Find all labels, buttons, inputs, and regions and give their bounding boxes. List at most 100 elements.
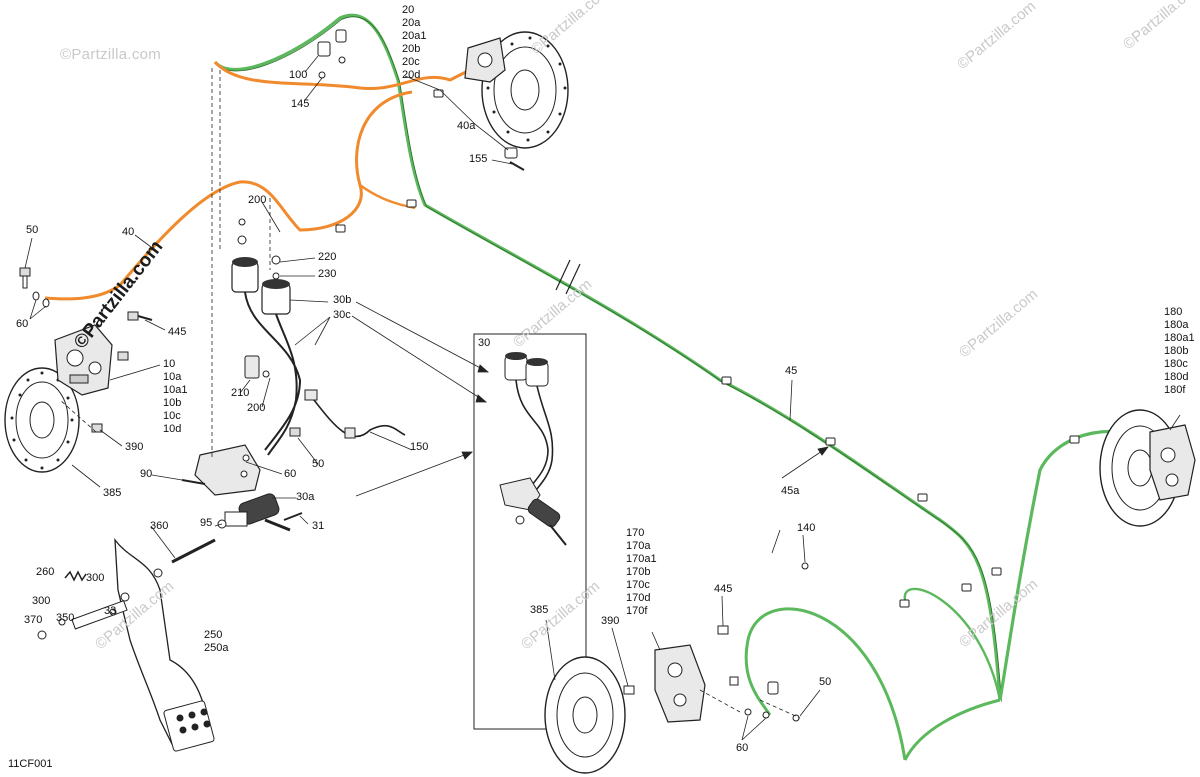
brake-line-rear-left-return: [903, 587, 1002, 701]
callout-100: 100: [289, 69, 308, 81]
callout-10c: 10c: [163, 410, 181, 422]
callout-210: 210: [231, 387, 250, 399]
bracket-210: [244, 355, 260, 379]
inset-label-30: 30: [478, 337, 491, 349]
callout-50-mid: 50: [312, 458, 325, 470]
callout-300-b: 300: [32, 595, 51, 607]
callout-180: 180: [1164, 306, 1183, 318]
callout-170a1: 170a1: [626, 553, 657, 565]
brake-line-45-green-shadow: [216, 16, 1002, 702]
clip-100: [317, 29, 347, 57]
callout-180a1: 180a1: [1164, 332, 1195, 344]
callout-50-top: 50: [26, 224, 39, 236]
brake-line-rear-left-green: [744, 607, 1001, 761]
callout-140: 140: [797, 522, 816, 534]
callout-10a1: 10a1: [163, 384, 188, 396]
callout-445-left: 445: [168, 326, 187, 338]
callout-20: 20: [402, 4, 415, 16]
callout-10b: 10b: [163, 397, 182, 409]
nut-145: [318, 56, 346, 79]
brake-line-40-orange: [213, 48, 506, 90]
callout-33: 33: [104, 605, 117, 617]
callout-30b: 30b: [333, 294, 352, 306]
callout-40: 40: [122, 226, 135, 238]
callout-170b: 170b: [626, 566, 651, 578]
callout-385-bottom: 385: [530, 604, 549, 616]
break-mark-1: [555, 259, 571, 291]
callout-10d: 10d: [163, 423, 182, 435]
callout-390-bottom: 390: [601, 615, 620, 627]
callout-20d: 20d: [402, 69, 421, 81]
callout-390-left: 390: [125, 441, 144, 453]
line-clips: [335, 89, 1080, 608]
front-left-caliper: [54, 324, 113, 396]
callout-31: 31: [312, 520, 325, 532]
callout-30c: 30c: [333, 309, 351, 321]
bolt-50-mid: [289, 427, 301, 437]
rod-360: [171, 538, 216, 564]
bolt-155: [509, 161, 525, 171]
rear-left-caliper: [654, 644, 706, 723]
callout-20b: 20b: [402, 43, 421, 55]
callout-250: 250: [204, 629, 223, 641]
bolt-90: [181, 479, 206, 485]
callout-20c: 20c: [402, 56, 420, 68]
bolt-50-front-left: [19, 267, 31, 289]
callout-155: 155: [469, 153, 488, 165]
rear-left-disc: [544, 656, 626, 774]
callout-170: 170: [626, 527, 645, 539]
callout-45a: 45a: [781, 485, 800, 497]
callout-10: 10: [163, 358, 176, 370]
dashed-guides: [59, 68, 801, 719]
rear-right-caliper: [1149, 424, 1196, 501]
callout-370: 370: [24, 614, 43, 626]
watermark-1: ©Partzilla.com: [60, 46, 162, 63]
callout-60-bottom: 60: [736, 742, 749, 754]
bolt-31: [283, 512, 303, 521]
callout-180a: 180a: [1164, 319, 1189, 331]
bolt-front-left-caliper: [117, 351, 129, 361]
small-parts-reservoir: [237, 218, 281, 478]
callout-60-mid: 60: [284, 468, 297, 480]
brake-line-45-green: [213, 13, 1002, 701]
callout-260: 260: [36, 566, 55, 578]
callout-200-top: 200: [248, 194, 267, 206]
front-right-caliper: [464, 37, 506, 83]
leader-lines: [24, 55, 1181, 741]
callout-90: 90: [140, 468, 153, 480]
callout-group-180: 180 180a 180a1 180b 180c 180d 180f: [1164, 306, 1195, 397]
pivot-350: [71, 600, 128, 630]
brake-pedal-250: [114, 537, 215, 752]
callout-170c: 170c: [626, 579, 650, 591]
callout-10a: 10a: [163, 371, 182, 383]
callout-45: 45: [785, 365, 798, 377]
sensor-150: [304, 389, 406, 439]
bolt-445-front-left: [127, 311, 153, 321]
reservoir-hoses: [244, 291, 302, 456]
callout-170a: 170a: [626, 540, 651, 552]
callout-50-bottom: 50: [819, 676, 832, 688]
brake-line-40-orange-front-left: [44, 90, 413, 301]
callout-180b: 180b: [1164, 345, 1189, 357]
callout-180f: 180f: [1164, 384, 1186, 396]
callout-60-left: 60: [16, 318, 29, 330]
callout-group-20: 20 20a 20a1 20b 20c 20d: [402, 4, 426, 82]
front-left-disc: [4, 367, 80, 473]
callout-group-170: 170 170a 170a1 170b 170c 170d 170f: [626, 527, 657, 618]
washer-60-front-left: [32, 291, 50, 308]
clip-40a: [504, 147, 518, 159]
diagram-code: 11CF001: [8, 758, 53, 770]
callout-230: 230: [318, 268, 337, 280]
reservoir-left: [231, 257, 259, 293]
callout-360: 360: [150, 520, 169, 532]
callout-445-bottom: 445: [714, 583, 733, 595]
callout-20a: 20a: [402, 17, 421, 29]
callout-170d: 170d: [626, 592, 651, 604]
callout-350: 350: [56, 612, 75, 624]
callout-180d: 180d: [1164, 371, 1189, 383]
spring-260: [64, 570, 87, 582]
callout-385-left: 385: [103, 487, 122, 499]
arrow-lines-to-inset: [351, 301, 829, 497]
callout-145: 145: [291, 98, 310, 110]
